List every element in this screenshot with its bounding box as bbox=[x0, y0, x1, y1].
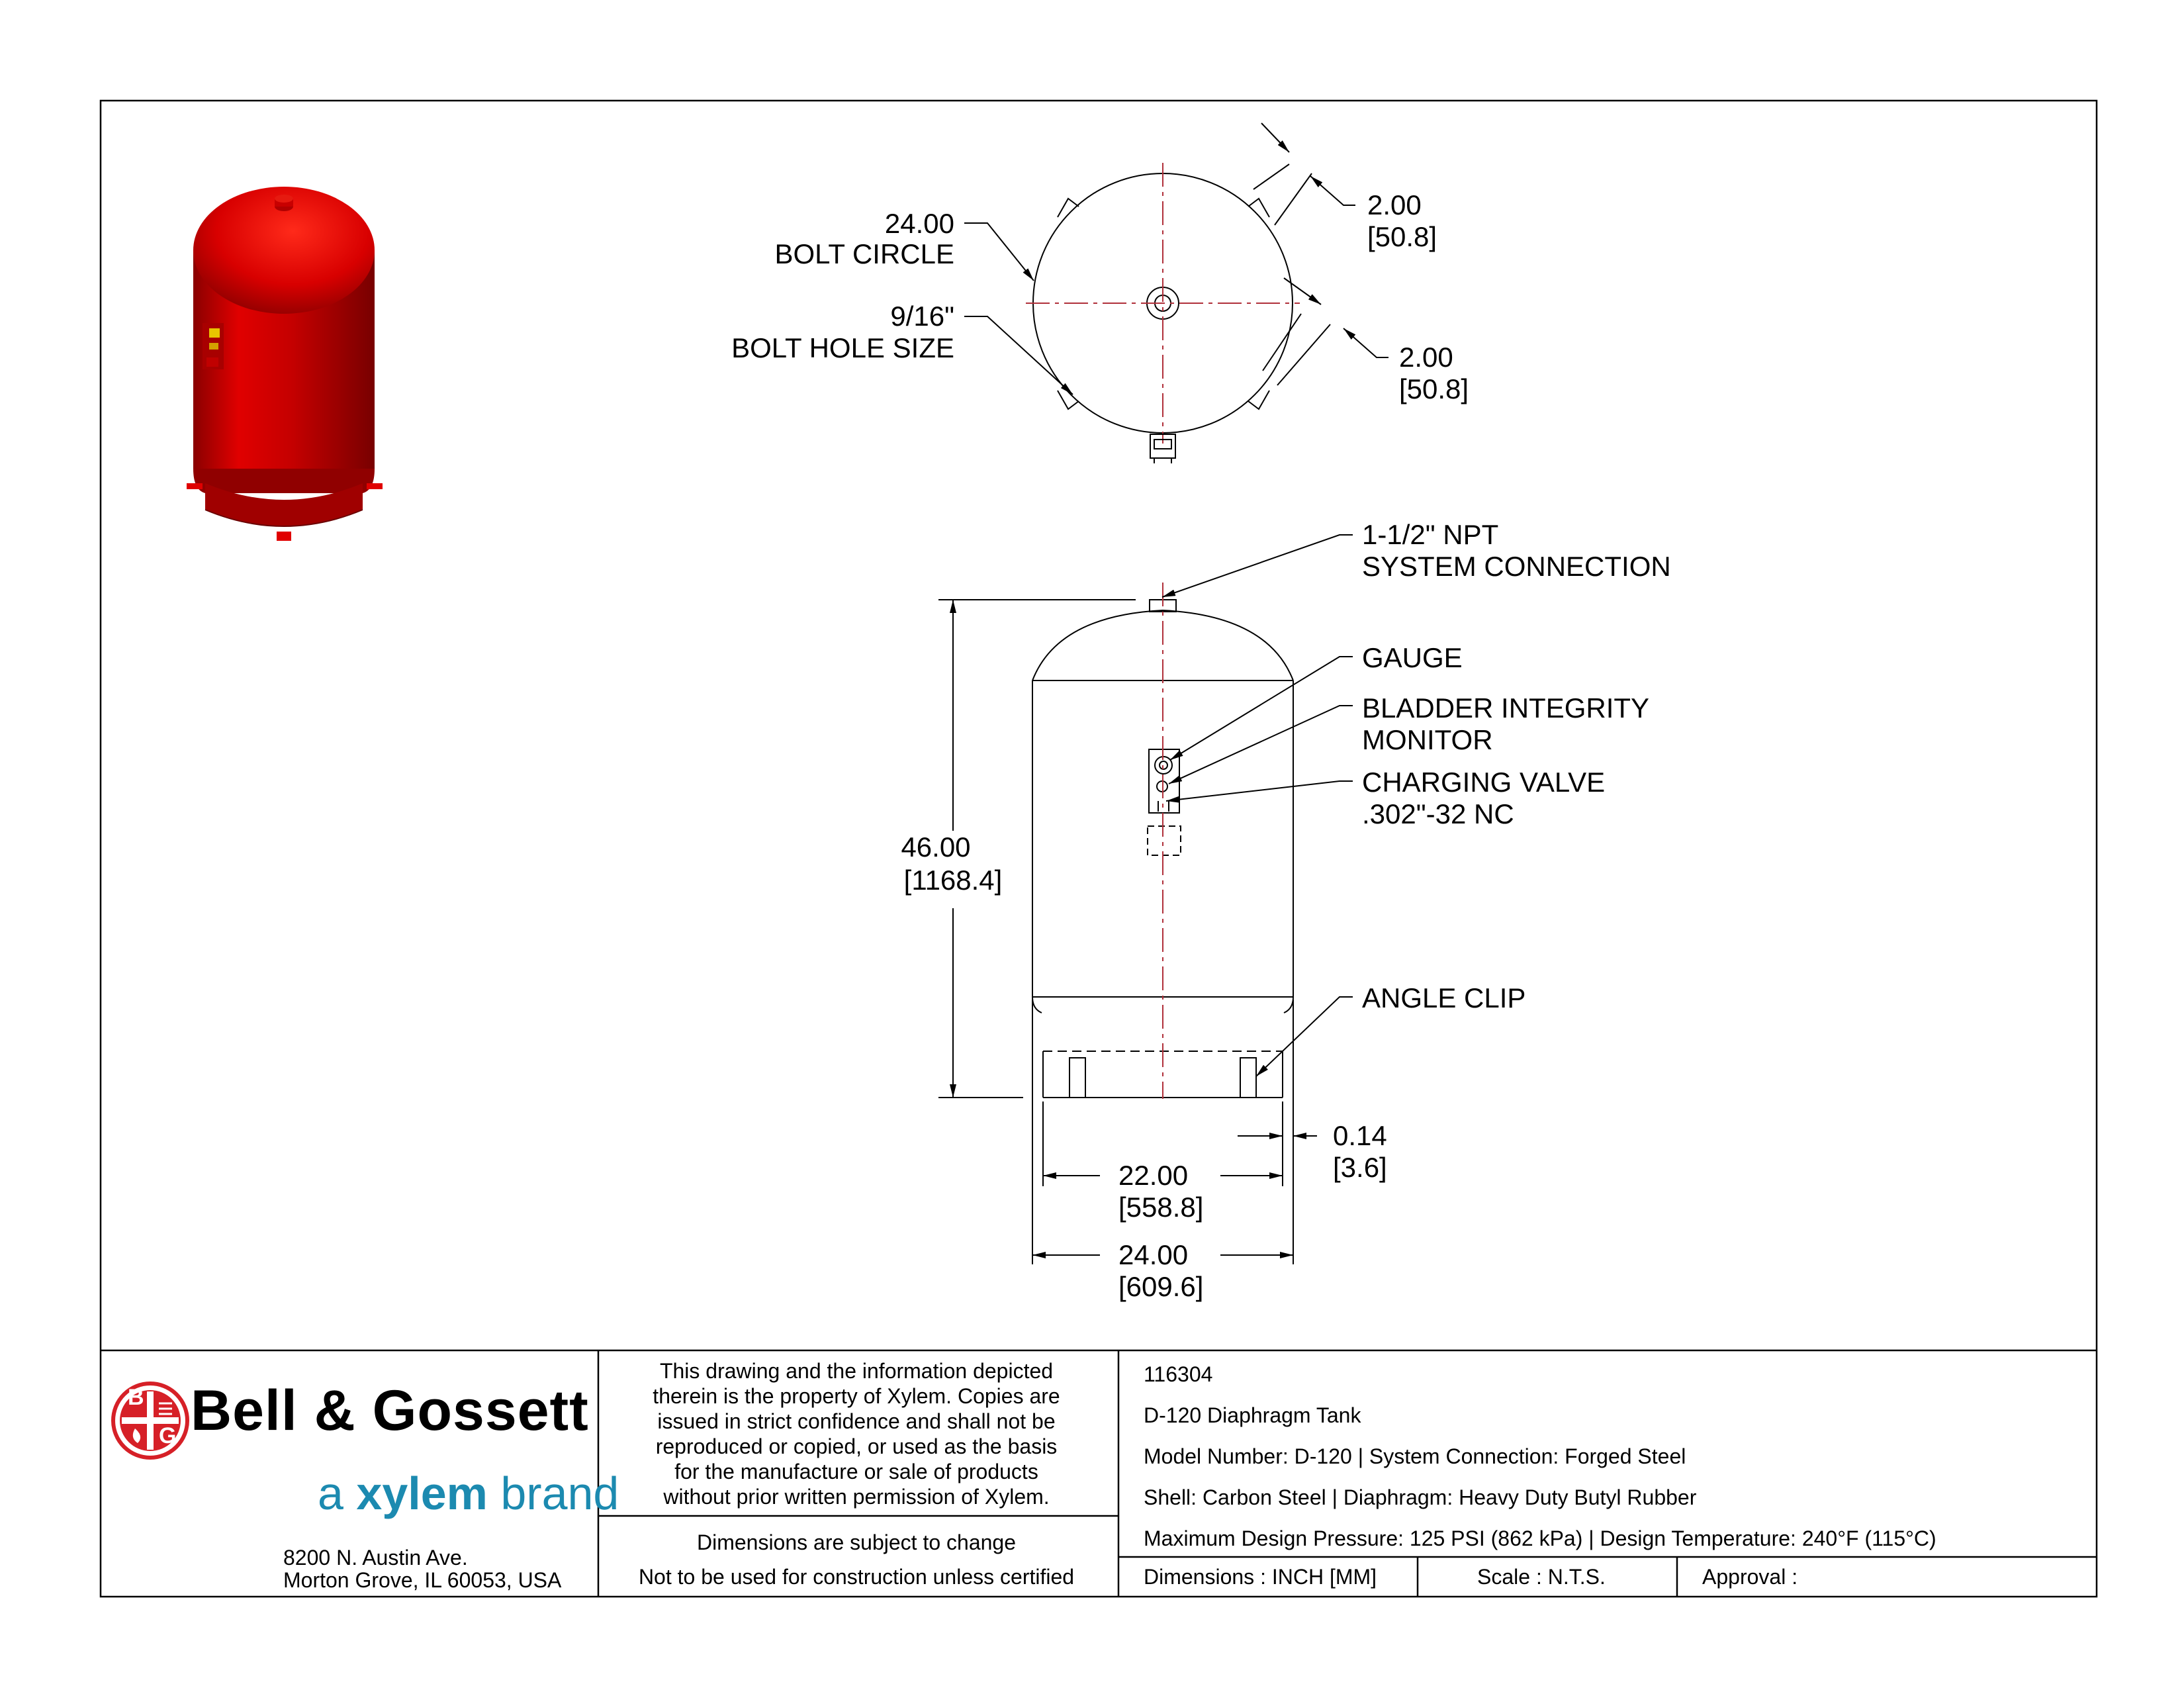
clip-width-upper-in: 2.00 bbox=[1367, 189, 1422, 220]
tank-render bbox=[187, 187, 383, 541]
clip-width-upper-mm: [50.8] bbox=[1367, 221, 1437, 252]
address: 8200 N. Austin Ave. Morton Grove, IL 600… bbox=[283, 1546, 561, 1591]
spec-model-connection: Model Number: D-120 | System Connection:… bbox=[1144, 1444, 1686, 1468]
bolt-hole-value: 9/16" bbox=[890, 301, 954, 332]
inner-width-in: 22.00 bbox=[1118, 1160, 1188, 1191]
logo-letter-g: G bbox=[159, 1423, 177, 1448]
front-view: 46.00 [1168.4] 22.00 [558.8] 24.00 [609.… bbox=[901, 519, 1670, 1302]
sub-brand-prefix: a bbox=[318, 1468, 357, 1519]
address-line-2: Morton Grove, IL 60053, USA bbox=[283, 1568, 562, 1592]
callout-system-connection-size: 1-1/2" NPT bbox=[1362, 519, 1498, 550]
notice-line: issued in strict confidence and shall no… bbox=[657, 1409, 1056, 1433]
approval: Approval : bbox=[1702, 1565, 1798, 1589]
description: D-120 Diaphragm Tank bbox=[1144, 1403, 1361, 1427]
notice-line: reproduced or copied, or used as the bas… bbox=[655, 1434, 1058, 1458]
spec-pressure-temperature: Maximum Design Pressure: 125 PSI (862 kP… bbox=[1144, 1526, 1936, 1550]
callout-charging-valve: CHARGING VALVE bbox=[1362, 767, 1605, 798]
scale: Scale : N.T.S. bbox=[1477, 1565, 1606, 1589]
address-line-1: 8200 N. Austin Ave. bbox=[283, 1546, 468, 1570]
part-number: 116304 bbox=[1144, 1362, 1213, 1386]
dimensions-disclaimer: Dimensions are subject to change bbox=[696, 1530, 1017, 1554]
bolt-hole-label: BOLT HOLE SIZE bbox=[731, 332, 954, 363]
callout-charging-valve-thread: .302"-32 NC bbox=[1362, 798, 1514, 829]
bolt-circle-label: BOLT CIRCLE bbox=[774, 238, 954, 269]
spec-shell-diaphragm: Shell: Carbon Steel | Diaphragm: Heavy D… bbox=[1144, 1485, 1697, 1509]
sub-brand: a xylem brand bbox=[318, 1467, 619, 1520]
construction-disclaimer: Not to be used for construction unless c… bbox=[638, 1565, 1075, 1589]
outer-width-mm: [609.6] bbox=[1118, 1271, 1203, 1302]
callout-bladder-monitor-1: BLADDER INTEGRITY bbox=[1362, 692, 1649, 724]
outer-width-in: 24.00 bbox=[1118, 1239, 1188, 1270]
notice-line: This drawing and the information depicte… bbox=[659, 1359, 1054, 1383]
notice-line: without prior written permission of Xyle… bbox=[663, 1485, 1050, 1509]
notice-line: for the manufacture or sale of products bbox=[674, 1460, 1038, 1483]
brand-name: Bell & Gossett bbox=[191, 1379, 589, 1442]
callout-system-connection: SYSTEM CONNECTION bbox=[1362, 551, 1671, 582]
inner-width-mm: [558.8] bbox=[1118, 1192, 1203, 1223]
offset-dimension-mm: [3.6] bbox=[1333, 1152, 1387, 1183]
dimensions-units: Dimensions : INCH [MM] bbox=[1144, 1565, 1377, 1589]
callout-bladder-monitor-2: MONITOR bbox=[1362, 724, 1493, 755]
height-dimension-mm: [1168.4] bbox=[904, 865, 1003, 896]
height-dimension-in: 46.00 bbox=[901, 831, 970, 863]
clip-width-lower-in: 2.00 bbox=[1399, 342, 1453, 373]
sub-brand-suffix: brand bbox=[487, 1468, 619, 1519]
confidentiality-notice: This drawing and the information depicte… bbox=[600, 1358, 1113, 1509]
offset-dimension-in: 0.14 bbox=[1333, 1120, 1387, 1151]
sub-brand-name: xylem bbox=[356, 1468, 488, 1519]
drawing-border bbox=[99, 99, 2098, 1598]
bell-gossett-logo bbox=[111, 1382, 189, 1460]
bolt-circle-value: 24.00 bbox=[885, 208, 954, 239]
logo-letter-b1: B bbox=[128, 1385, 144, 1410]
top-view: 24.00 BOLT CIRCLE 9/16" BOLT HOLE SIZE 2… bbox=[731, 122, 1469, 463]
clip-width-lower-mm: [50.8] bbox=[1399, 373, 1469, 404]
callout-angle-clip: ANGLE CLIP bbox=[1362, 982, 1525, 1013]
notice-line: therein is the property of Xylem. Copies… bbox=[653, 1384, 1060, 1408]
callout-gauge: GAUGE bbox=[1362, 642, 1463, 673]
title-block-grid bbox=[101, 1349, 2097, 1597]
